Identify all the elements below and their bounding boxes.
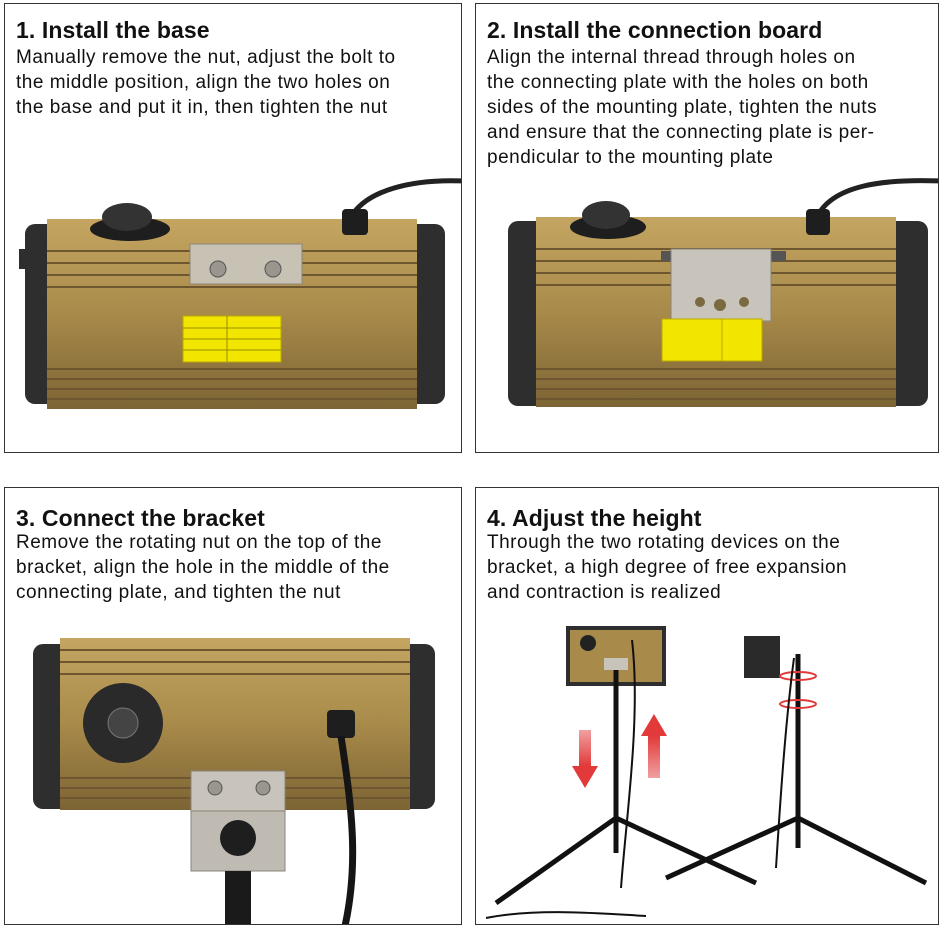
tripod-height-adjust-image xyxy=(485,626,928,919)
step-3-description: Remove the rotating nut on the top of th… xyxy=(16,532,390,603)
heater-connection-board-image xyxy=(508,178,938,407)
step-1-description: Manually remove the nut, adjust the bolt… xyxy=(16,47,396,118)
step-4-description: Through the two rotating devices on the … xyxy=(487,532,848,603)
step-2-panel: 2. Install the connection board Align th… xyxy=(475,3,939,453)
step-3-panel: 3. Connect the bracket Remove the rotati… xyxy=(4,487,462,925)
heater-bracket-connection-image xyxy=(33,638,435,924)
step-1-title: 1. Install the base xyxy=(16,17,210,43)
step-2-description: Align the internal thread through holes … xyxy=(487,47,878,168)
step-4-panel: 4. Adjust the height Through the two rot… xyxy=(475,487,939,925)
step-2-title: 2. Install the connection board xyxy=(487,17,823,43)
step-4-title: 4. Adjust the height xyxy=(487,505,702,531)
heater-base-mount-image xyxy=(19,178,461,409)
step-1-panel: 1. Install the base Manually remove the … xyxy=(4,3,462,453)
step-3-title: 3. Connect the bracket xyxy=(16,505,265,531)
